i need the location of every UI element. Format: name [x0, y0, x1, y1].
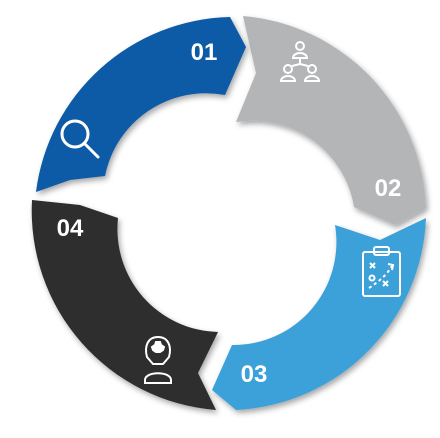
step-number-01: 01 [191, 39, 218, 66]
team-network-icon [279, 41, 321, 82]
search-icon [60, 119, 100, 159]
user-idea-icon [144, 335, 172, 384]
segment-04 [31, 200, 219, 410]
step-number-03: 03 [241, 361, 268, 388]
step-number-02: 02 [375, 175, 402, 202]
strategy-clipboard-icon [362, 246, 401, 297]
step-number-04: 04 [57, 215, 84, 242]
